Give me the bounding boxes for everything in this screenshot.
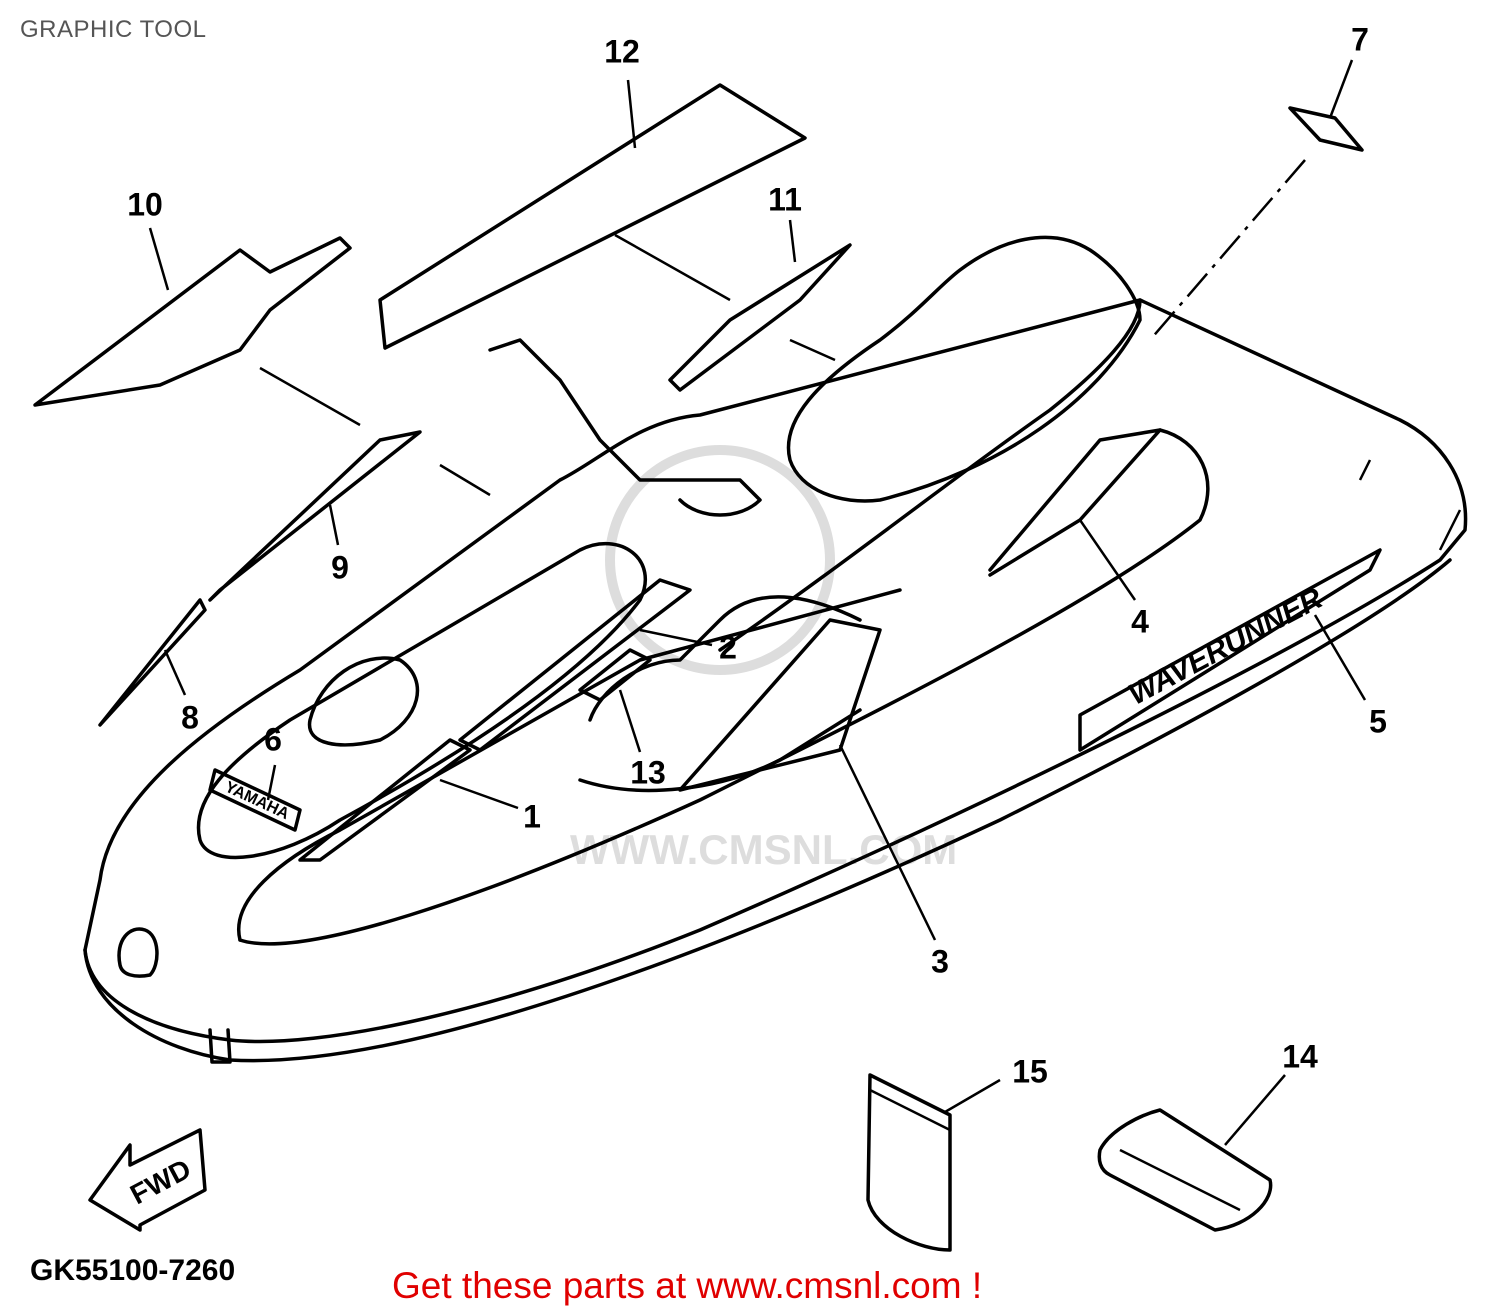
svg-text:WAVERUNNER: WAVERUNNER — [1123, 582, 1328, 712]
callout-7: 7 — [1351, 21, 1369, 58]
callout-8: 8 — [181, 699, 199, 736]
leader-lines — [148, 59, 1367, 1146]
callout-2: 2 — [719, 629, 737, 666]
decal-7-shape — [1288, 106, 1364, 152]
diagram-code: GK55100-7260 — [30, 1254, 236, 1287]
watermark-text: WWW.CMSNL.COM — [570, 826, 957, 873]
callout-3: 3 — [931, 943, 949, 980]
fwd-arrow-decal: FWD — [88, 1128, 207, 1232]
decal-12-shape — [378, 83, 807, 350]
decal-8-shape — [98, 598, 207, 727]
callout-12: 12 — [604, 33, 640, 70]
decal-15-shape — [866, 1073, 952, 1252]
footer-link[interactable]: Get these parts at www.cmsnl.com ! — [392, 1265, 983, 1306]
callout-5: 5 — [1369, 703, 1387, 740]
callout-4: 4 — [1131, 603, 1149, 640]
callout-15: 15 — [1012, 1053, 1048, 1090]
callout-14: 14 — [1282, 1038, 1318, 1075]
callout-1: 1 — [523, 798, 541, 835]
callout-9: 9 — [331, 549, 349, 586]
callout-6: 6 — [264, 721, 282, 758]
callout-10: 10 — [127, 186, 163, 223]
decal-11-shape — [668, 243, 852, 392]
decal-14-shape — [1097, 1108, 1273, 1232]
watermark-logo: WWW.CMSNL.COM — [570, 445, 957, 873]
callout-13: 13 — [630, 754, 666, 791]
diagram-title: GRAPHIC TOOL — [20, 16, 207, 43]
decal-10-shape — [33, 236, 352, 407]
callout-11: 11 — [768, 181, 802, 218]
decal-9-shape — [208, 430, 422, 602]
